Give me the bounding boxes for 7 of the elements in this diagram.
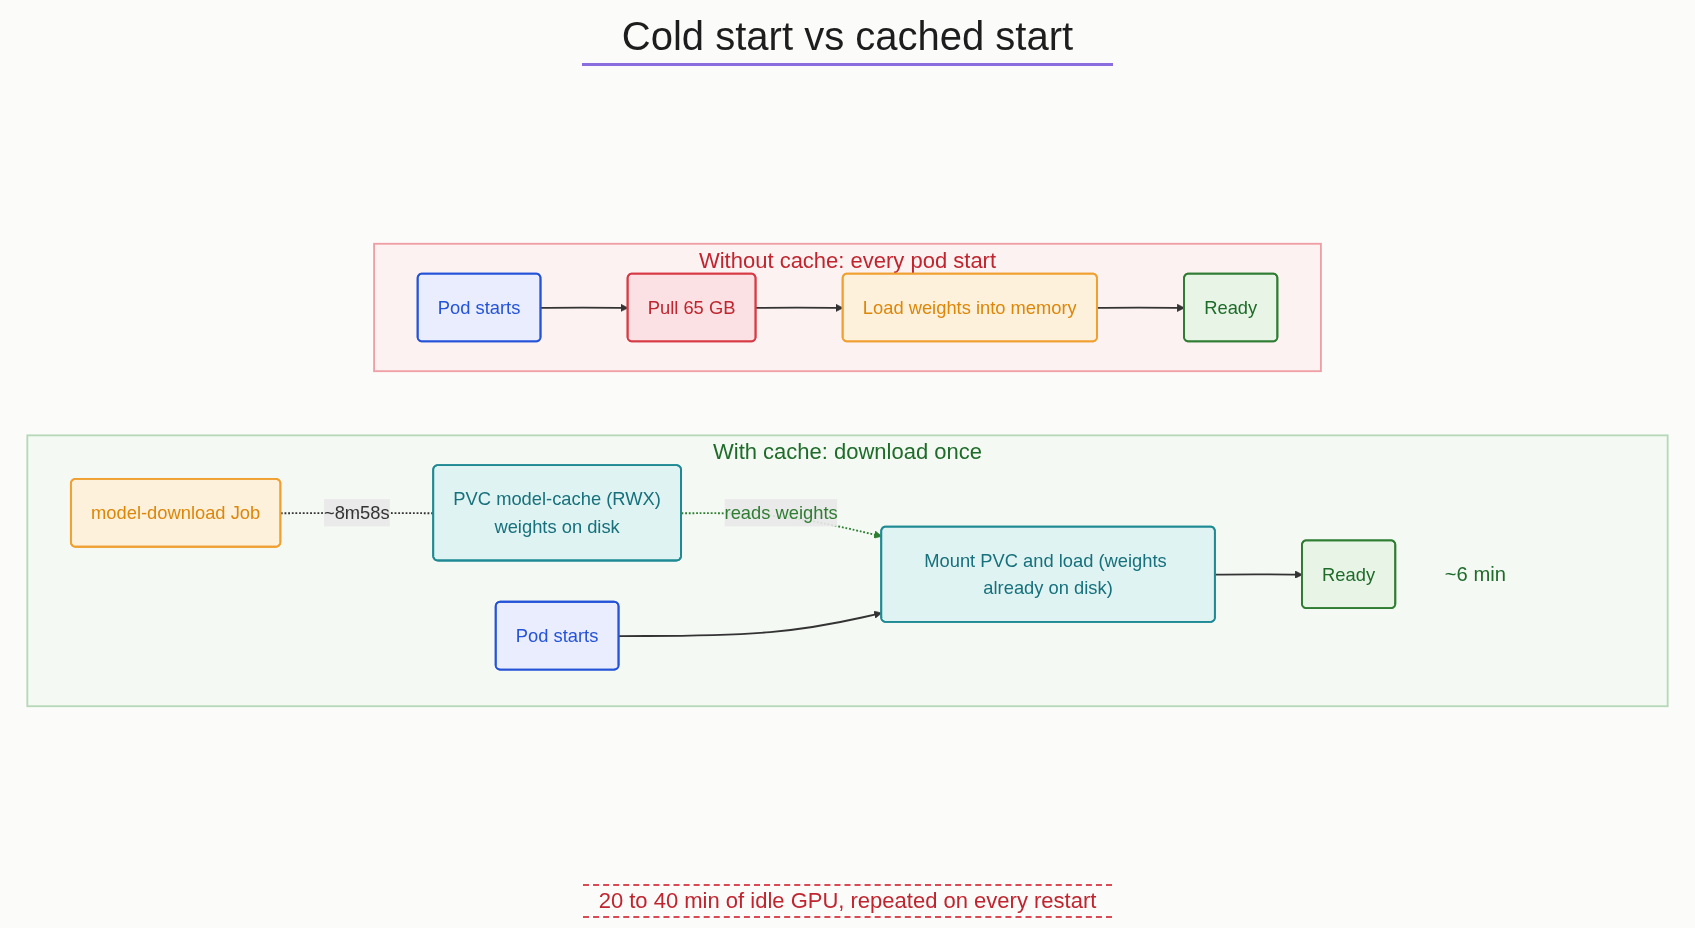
edge-label: reads weights [724, 502, 838, 523]
node-label: ~6 min [1444, 562, 1506, 586]
note-text: 20 to 40 min of idle GPU, repeated on every restart [582, 884, 1113, 918]
arrow [618, 610, 883, 637]
edge-label: ~8m58s [323, 502, 390, 523]
title: Cold start vs cached start [581, 14, 1114, 66]
arrow [1096, 303, 1185, 312]
